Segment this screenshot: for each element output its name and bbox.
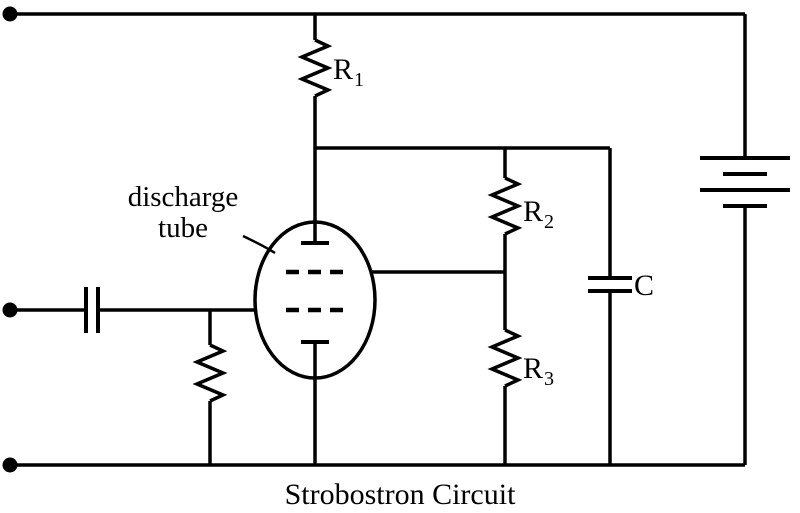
discharge-tube-label-line2: tube	[158, 212, 208, 244]
resistor-r2	[487, 176, 523, 236]
resistor-r1	[297, 38, 333, 98]
discharge-tube-label-line1: discharge	[127, 181, 239, 213]
capacitor-c-label: C	[634, 269, 655, 302]
tube-label-pointer	[242, 234, 276, 255]
r3-sub: 3	[544, 368, 555, 390]
discharge-tube-label: discharge tube	[108, 182, 258, 244]
discharge-tube	[253, 148, 377, 465]
resistor-r1-label: R1	[333, 53, 365, 91]
resistor-r3	[487, 328, 523, 388]
input-capacitor	[84, 287, 100, 333]
terminal-dot-top	[2, 6, 18, 22]
r2-sub: 2	[544, 211, 555, 233]
terminal-dot-bottom	[2, 457, 18, 473]
r1-sub: 1	[354, 69, 365, 91]
capacitor-c	[588, 148, 632, 465]
diagram-title: Strobostron Circuit	[284, 478, 516, 511]
resistor-r2-label: R2	[523, 195, 555, 233]
r2-base: R	[523, 195, 544, 228]
r3-base: R	[523, 352, 544, 385]
battery	[700, 14, 790, 465]
resistor-r3-label: R3	[523, 352, 555, 390]
r1-base: R	[333, 53, 354, 86]
resistor-input	[192, 343, 228, 403]
